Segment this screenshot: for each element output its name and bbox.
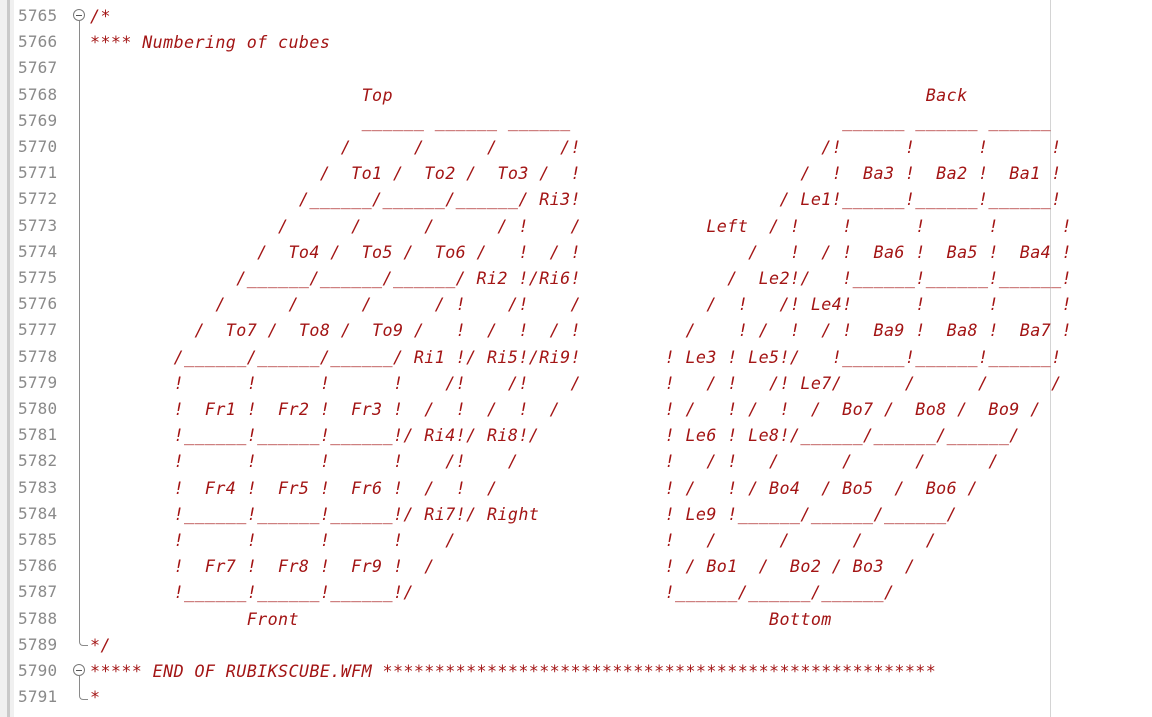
fold-collapse-icon[interactable] bbox=[73, 664, 85, 676]
line-number: 5784 bbox=[18, 503, 58, 523]
code-text[interactable]: / To1 / To2 / To3 / ! / ! Ba3 ! Ba2 ! Ba… bbox=[90, 163, 1062, 184]
code-line[interactable]: 5788 Front Bottom bbox=[0, 606, 1152, 632]
code-line[interactable]: 5775 /______/______/______/ Ri2 !/Ri6! /… bbox=[0, 265, 1152, 291]
code-line[interactable]: 5766 **** Numbering of cubes bbox=[0, 29, 1152, 55]
line-number: 5788 bbox=[18, 608, 58, 628]
code-text[interactable]: !______!______!______!/ Ri7!/ Right ! Le… bbox=[90, 503, 958, 524]
line-number: 5767 bbox=[18, 58, 58, 78]
code-line[interactable]: 5781 !______!______!______!/ Ri4!/ Ri8!/… bbox=[0, 422, 1152, 448]
code-line[interactable]: 5785 ! ! ! ! / ! / / / / bbox=[0, 527, 1152, 553]
line-number: 5785 bbox=[18, 530, 58, 549]
code-text[interactable]: * bbox=[90, 687, 101, 708]
line-number: 5781 bbox=[18, 425, 58, 445]
line-number: 5790 bbox=[18, 661, 58, 680]
fold-guide-line bbox=[79, 21, 80, 637]
code-line[interactable]: 5772 /______/______/______/ Ri3! / Le1!_… bbox=[0, 186, 1152, 212]
line-number: 5770 bbox=[18, 137, 58, 156]
line-number: 5769 bbox=[18, 110, 58, 130]
line-number: 5782 bbox=[18, 451, 58, 471]
code-line[interactable]: 5779 ! ! ! ! /! /! / ! / ! /! Le7/ / / / bbox=[0, 370, 1152, 396]
code-line[interactable]: 5770 / / / /! /! ! ! ! bbox=[0, 134, 1152, 160]
line-number: 5777 bbox=[18, 320, 58, 340]
code-line[interactable]: 5765 /* bbox=[0, 3, 1152, 29]
code-text[interactable]: / To7 / To8 / To9 / ! / ! / ! / ! / ! / … bbox=[90, 320, 1072, 341]
code-text[interactable]: / / / / ! /! / / ! /! Le4! ! ! ! bbox=[90, 294, 1072, 315]
code-line[interactable]: 5791 * bbox=[0, 684, 1152, 710]
code-line[interactable]: 5778 /______/______/______/ Ri1 !/ Ri5!/… bbox=[0, 344, 1152, 370]
code-line[interactable]: 5771 / To1 / To2 / To3 / ! / ! Ba3 ! Ba2… bbox=[0, 160, 1152, 186]
code-text[interactable]: /______/______/______/ Ri3! / Le1!______… bbox=[90, 189, 1062, 210]
code-text[interactable]: /______/______/______/ Ri1 !/ Ri5!/Ri9! … bbox=[90, 346, 1062, 367]
line-number: 5778 bbox=[18, 346, 58, 366]
code-text[interactable]: !______!______!______!/ Ri4!/ Ri8!/ ! Le… bbox=[90, 425, 1020, 446]
line-number: 5789 bbox=[18, 634, 58, 654]
code-text[interactable]: ! Fr7 ! Fr8 ! Fr9 ! / ! / Bo1 / Bo2 / Bo… bbox=[90, 556, 916, 577]
code-line[interactable]: 5784 !______!______!______!/ Ri7!/ Right… bbox=[0, 501, 1152, 527]
code-line[interactable]: 5786 ! Fr7 ! Fr8 ! Fr9 ! / ! / Bo1 / Bo2… bbox=[0, 553, 1152, 579]
code-line[interactable]: 5780 ! Fr1 ! Fr2 ! Fr3 ! / ! / ! / ! / !… bbox=[0, 396, 1152, 422]
line-number: 5773 bbox=[18, 215, 58, 235]
code-text[interactable]: ***** END OF RUBIKSCUBE.WFM ************… bbox=[90, 661, 937, 681]
code-text[interactable]: Front Bottom bbox=[90, 608, 832, 629]
line-number: 5772 bbox=[18, 189, 58, 209]
line-number: 5783 bbox=[18, 477, 58, 497]
code-text[interactable]: /* bbox=[90, 6, 111, 26]
line-number: 5786 bbox=[18, 556, 58, 576]
line-number: 5787 bbox=[18, 582, 58, 602]
code-line[interactable]: 5776 / / / / ! /! / / ! /! Le4! ! ! ! bbox=[0, 291, 1152, 317]
right-margin-guide bbox=[1050, 0, 1051, 717]
code-text[interactable]: **** Numbering of cubes bbox=[90, 32, 331, 53]
code-text[interactable]: ! ! ! ! /! /! / ! / ! /! Le7/ / / / bbox=[90, 372, 1062, 393]
line-number: 5774 bbox=[18, 241, 58, 261]
code-text[interactable]: ! Fr4 ! Fr5 ! Fr6 ! / ! / ! / ! / Bo4 / … bbox=[90, 477, 978, 498]
code-text[interactable]: ______ ______ ______ ______ ______ _____… bbox=[90, 110, 1052, 131]
code-text[interactable]: ! ! ! ! /! / ! / ! / / / / bbox=[90, 451, 999, 472]
code-line[interactable]: 5767 bbox=[0, 55, 1152, 81]
code-text[interactable]: !______!______!______!/ !______/______/_… bbox=[90, 582, 895, 603]
code-text[interactable]: / / / /! /! ! ! ! bbox=[90, 137, 1062, 157]
line-number: 5765 bbox=[18, 6, 58, 25]
code-text[interactable]: /______/______/______/ Ri2 !/Ri6! / Le2!… bbox=[90, 268, 1072, 288]
line-number: 5791 bbox=[18, 687, 58, 707]
code-text[interactable]: Top Back bbox=[90, 84, 968, 105]
line-number: 5776 bbox=[18, 294, 58, 314]
code-line[interactable]: 5789 */ bbox=[0, 632, 1152, 658]
code-line[interactable]: 5787 !______!______!______!/ !______/___… bbox=[0, 579, 1152, 605]
code-text[interactable]: / To4 / To5 / To6 / ! / ! / ! / ! Ba6 ! … bbox=[90, 241, 1072, 262]
code-line[interactable]: 5790 ***** END OF RUBIKSCUBE.WFM ********… bbox=[0, 658, 1152, 684]
code-line[interactable]: 5768 Top Back bbox=[0, 82, 1152, 108]
line-number-gutter bbox=[14, 0, 68, 717]
code-line[interactable]: 5769 ______ ______ ______ ______ ______ … bbox=[0, 108, 1152, 134]
line-number: 5771 bbox=[18, 163, 58, 183]
code-line[interactable]: 5783 ! Fr4 ! Fr5 ! Fr6 ! / ! / ! / ! / B… bbox=[0, 475, 1152, 501]
code-line[interactable]: 5777 / To7 / To8 / To9 / ! / ! / ! / ! /… bbox=[0, 317, 1152, 343]
fold-guide-line bbox=[79, 676, 80, 691]
fold-end-icon bbox=[79, 691, 88, 700]
line-number: 5766 bbox=[18, 32, 58, 52]
line-number: 5775 bbox=[18, 268, 58, 287]
code-text[interactable]: ! Fr1 ! Fr2 ! Fr3 ! / ! / ! / ! / ! / ! … bbox=[90, 399, 1041, 419]
code-line[interactable]: 5773 / / / / ! / Left / ! ! ! ! ! bbox=[0, 213, 1152, 239]
fold-end-icon bbox=[79, 637, 88, 646]
line-number: 5780 bbox=[18, 399, 58, 418]
fold-collapse-icon[interactable] bbox=[73, 9, 85, 21]
code-line[interactable]: 5774 / To4 / To5 / To6 / ! / ! / ! / ! B… bbox=[0, 239, 1152, 265]
line-number: 5768 bbox=[18, 84, 58, 104]
code-text[interactable]: */ bbox=[90, 634, 111, 655]
code-text[interactable]: / / / / ! / Left / ! ! ! ! ! bbox=[90, 215, 1072, 236]
code-text[interactable]: ! ! ! ! / ! / / / / bbox=[90, 530, 937, 550]
code-line[interactable]: 5782 ! ! ! ! /! / ! / ! / / / / bbox=[0, 448, 1152, 474]
line-number: 5779 bbox=[18, 372, 58, 392]
